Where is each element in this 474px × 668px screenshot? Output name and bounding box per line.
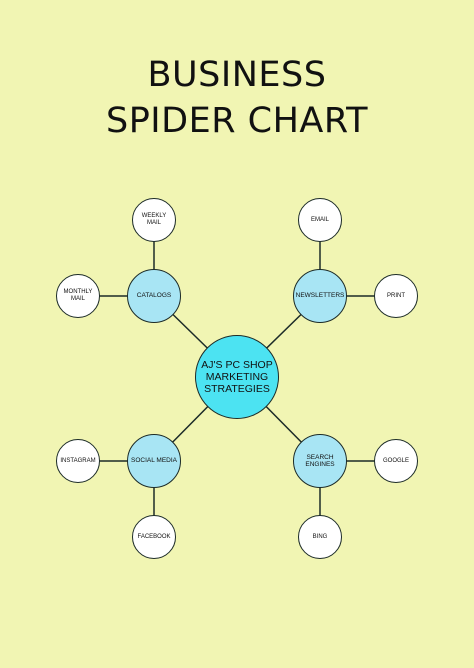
branch-node-catalogs[interactable]: CATALOGS <box>127 269 181 323</box>
leaf-node-email[interactable]: EMAIL <box>298 198 342 242</box>
branch-node-social-media[interactable]: SOCIAL MEDIA <box>127 434 181 488</box>
leaf-node-monthly-mail[interactable]: MONTHLY MAIL <box>56 274 100 318</box>
branch-node-newsletters[interactable]: NEWSLETTERS <box>293 269 347 323</box>
title-line-1: BUSINESS <box>147 55 327 95</box>
title-line-2: SPIDER CHART <box>105 101 368 141</box>
leaf-node-google[interactable]: GOOGLE <box>374 439 418 483</box>
leaf-node-bing[interactable]: BING <box>298 515 342 559</box>
leaf-node-print[interactable]: PRINT <box>374 274 418 318</box>
leaf-node-facebook[interactable]: FACEBOOK <box>132 515 176 559</box>
chart-title: BUSINESS SPIDER CHART <box>0 52 474 144</box>
branch-node-search-engines[interactable]: SEARCH ENGINES <box>293 434 347 488</box>
center-node[interactable]: AJ'S PC SHOP MARKETING STRATEGIES <box>195 335 279 419</box>
leaf-node-weekly-mail[interactable]: WEEKLY MAIL <box>132 198 176 242</box>
leaf-node-instagram[interactable]: INSTAGRAM <box>56 439 100 483</box>
